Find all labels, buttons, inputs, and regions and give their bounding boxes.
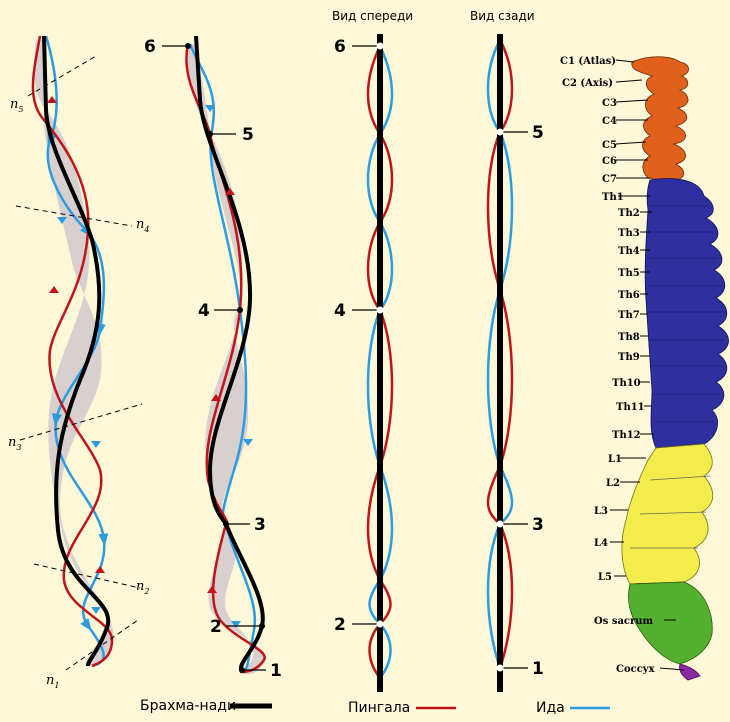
point-label-3: 3 bbox=[532, 515, 544, 535]
spine-label-th1: Th1 bbox=[602, 192, 624, 203]
spine-label-l3: L3 bbox=[594, 506, 608, 517]
ida-arrow bbox=[91, 607, 101, 614]
point-label-4: 4 bbox=[334, 301, 346, 321]
back-view-diagram: Вид сзади 5 3 1 bbox=[470, 9, 544, 692]
spine-label-th4: Th4 bbox=[618, 246, 640, 257]
left-twist-diagram: n5 n4 n3 n2 n1 bbox=[8, 36, 149, 690]
pingala-arrow bbox=[49, 286, 59, 293]
spine-label-coccyx: Coccyx bbox=[616, 664, 656, 675]
point-marker bbox=[185, 43, 191, 49]
spine-label-th5: Th5 bbox=[618, 268, 640, 279]
point-label-5: 5 bbox=[532, 123, 544, 143]
label-tick bbox=[616, 60, 634, 62]
legend-ida-label: Ида bbox=[536, 700, 565, 716]
spine-label-c1: C1 (Atlas) bbox=[560, 56, 616, 67]
point-label-6: 6 bbox=[144, 37, 156, 57]
coccyx bbox=[679, 664, 700, 680]
spine-label-th6: Th6 bbox=[618, 290, 640, 301]
spine-label-th10: Th10 bbox=[612, 378, 641, 389]
thoracic-vertebrae bbox=[645, 179, 728, 448]
point-marker bbox=[377, 621, 384, 628]
label-tick bbox=[616, 100, 648, 102]
point-label-1: 1 bbox=[532, 659, 544, 679]
spine-label-th12: Th12 bbox=[612, 430, 641, 441]
legend-brahma-label: Брахма-нади bbox=[140, 698, 236, 714]
point-marker bbox=[377, 43, 384, 50]
spine-label-l4: L4 bbox=[594, 538, 608, 549]
point-label-6: 6 bbox=[334, 37, 346, 57]
back-view-header: Вид сзади bbox=[470, 9, 535, 23]
point-marker bbox=[237, 307, 243, 313]
legend: Брахма-нади Пингала Ида bbox=[140, 698, 610, 716]
point-marker bbox=[239, 667, 245, 673]
plane-label-n3: n3 bbox=[8, 435, 21, 452]
spine-label-c3: C3 bbox=[602, 98, 617, 109]
spine-label-c4: C4 bbox=[602, 116, 617, 127]
pingala-arrow bbox=[95, 566, 105, 573]
plane-label-n2: n2 bbox=[136, 579, 149, 596]
spine-label-c7: C7 bbox=[602, 174, 617, 185]
spine-label-l5: L5 bbox=[598, 572, 612, 583]
point-label-4: 4 bbox=[198, 301, 210, 321]
point-marker bbox=[259, 623, 265, 629]
spine-label-th2: Th2 bbox=[618, 208, 640, 219]
spine-label-l2: L2 bbox=[606, 478, 620, 489]
point-marker bbox=[497, 521, 504, 528]
point-marker bbox=[223, 521, 229, 527]
legend-pingala-label: Пингала bbox=[348, 700, 410, 716]
point-label-2: 2 bbox=[334, 615, 346, 635]
spine-label-th9: Th9 bbox=[618, 352, 640, 363]
front-view-diagram: Вид спереди 6 4 2 bbox=[332, 9, 413, 692]
point-label-2: 2 bbox=[210, 617, 222, 637]
spine-label-c2: C2 (Axis) bbox=[562, 78, 613, 89]
spine-label-th11: Th11 bbox=[616, 402, 645, 413]
lumbar-vertebrae bbox=[622, 444, 713, 584]
plane-label-n4: n4 bbox=[136, 217, 149, 234]
cervical-vertebrae bbox=[632, 57, 689, 182]
numbered-twist-diagram: 6 5 4 3 2 1 bbox=[144, 36, 282, 681]
point-marker bbox=[377, 307, 384, 314]
point-marker bbox=[497, 665, 504, 672]
point-label-3: 3 bbox=[254, 515, 266, 535]
spine-label-c5: C5 bbox=[602, 140, 617, 151]
plane-label-n1: n1 bbox=[46, 673, 59, 690]
spine-illustration: C1 (Atlas) C2 (Axis) C3 C4 C5 C6 C7 Th1 … bbox=[560, 56, 729, 680]
plane-label-n5: n5 bbox=[10, 97, 23, 114]
spine-label-c6: C6 bbox=[602, 156, 617, 167]
spine-label-th8: Th8 bbox=[618, 332, 640, 343]
point-marker bbox=[497, 129, 504, 136]
point-marker bbox=[207, 131, 213, 137]
point-label-1: 1 bbox=[270, 661, 282, 681]
spine-label-th3: Th3 bbox=[618, 228, 640, 239]
label-tick bbox=[616, 80, 642, 82]
ida-arrow bbox=[91, 441, 101, 448]
front-view-header: Вид спереди bbox=[332, 9, 413, 23]
point-label-5: 5 bbox=[242, 125, 254, 145]
spine-label-l1: L1 bbox=[608, 454, 622, 465]
spine-label-th7: Th7 bbox=[618, 310, 640, 321]
spine-label-sacrum: Os sacrum bbox=[594, 616, 654, 627]
label-tick bbox=[616, 142, 646, 144]
